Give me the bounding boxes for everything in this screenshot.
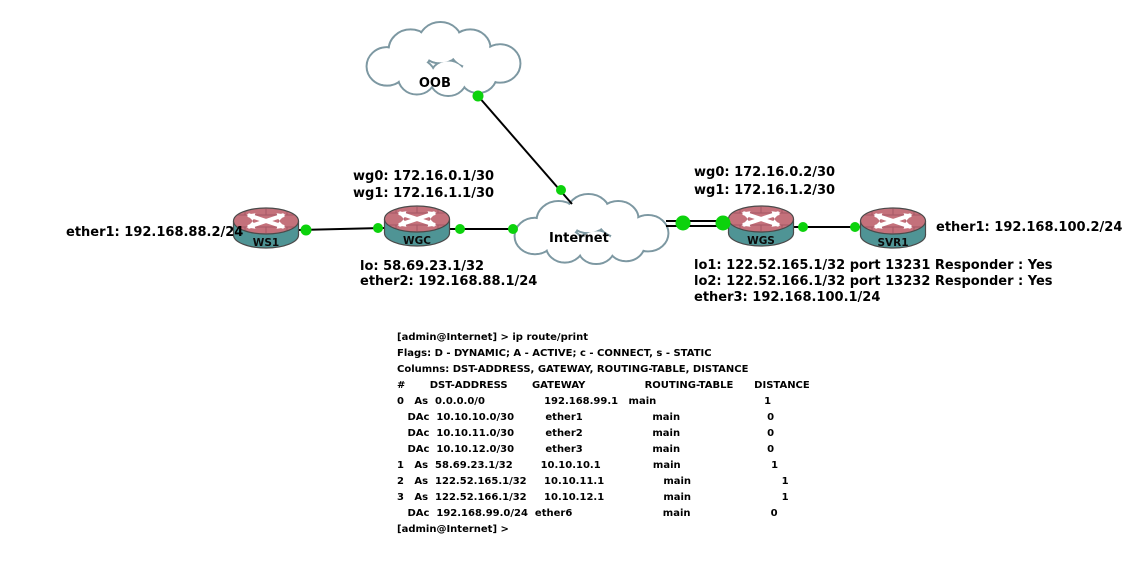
- router-icon: [727, 205, 795, 247]
- link-endpoint-dot: [556, 185, 566, 195]
- node-label: SVR1: [877, 237, 908, 249]
- link-endpoint-dot: [455, 224, 465, 234]
- node-label: WGC: [403, 235, 431, 247]
- terminal-line: [admin@Internet] > ip route/print: [397, 332, 588, 343]
- link-endpoint-dot: [675, 215, 691, 231]
- link-endpoint-dot: [300, 224, 312, 236]
- terminal-line: Columns: DST-ADDRESS, GATEWAY, ROUTING-T…: [397, 364, 749, 375]
- terminal-line: DAc 10.10.12.0/30 ether3 main 0: [397, 444, 775, 455]
- link-ws1-wgc[interactable]: [298, 227, 385, 231]
- terminal-line: 2 As 122.52.165.1/32 10.10.11.1 main 1: [397, 476, 789, 487]
- iface-label-wgs-lo2: lo2: 122.52.166.1/32 port 13232 Responde…: [694, 274, 1053, 289]
- iface-label-wgc-wg0: wg0: 172.16.0.1/30: [353, 169, 495, 184]
- terminal-line: 3 As 122.52.166.1/32 10.10.12.1 main 1: [397, 492, 789, 503]
- iface-label-wgs-ether3: ether3: 192.168.100.1/24: [694, 290, 881, 305]
- clouds-layer: OOB Internet: [367, 22, 669, 264]
- terminal-line: Flags: D - DYNAMIC; A - ACTIVE; c - CONN…: [397, 348, 712, 359]
- iface-label-wgc-wg1: wg1: 172.16.1.1/30: [353, 186, 495, 201]
- router-icon: [232, 207, 300, 249]
- node-wgs[interactable]: WGS: [727, 205, 795, 247]
- node-label: WGS: [747, 235, 775, 247]
- node-wgc[interactable]: WGC: [383, 205, 451, 247]
- link-endpoint-dot: [715, 215, 731, 231]
- router-icon: [383, 205, 451, 247]
- iface-label-svr1-ether1: ether1: 192.168.100.2/24: [936, 220, 1123, 235]
- iface-label-wgc-lo: lo: 58.69.23.1/32: [360, 259, 485, 274]
- cloud-internet[interactable]: Internet: [515, 194, 669, 264]
- terminal-line: DAc 192.168.99.0/24 ether6 main 0: [397, 508, 778, 519]
- link-endpoint-dot: [508, 224, 518, 234]
- cloud-label: OOB: [419, 76, 451, 91]
- link-endpoint-dot: [798, 222, 808, 232]
- iface-label-ws1-ether1: ether1: 192.168.88.2/24: [66, 225, 244, 240]
- node-label: WS1: [253, 237, 279, 249]
- iface-label-wgc-ether2: ether2: 192.168.88.1/24: [360, 274, 538, 289]
- nodes-layer: WS1 WGC WGS SVR1: [232, 205, 927, 249]
- iface-label-wgs-wg1: wg1: 172.16.1.2/30: [694, 183, 836, 198]
- link-endpoint-dot: [472, 90, 484, 102]
- node-svr1[interactable]: SVR1: [859, 207, 927, 249]
- iface-label-wgs-wg0: wg0: 172.16.0.2/30: [694, 165, 836, 180]
- router-icon: [859, 207, 927, 249]
- iface-label-wgs-lo1: lo1: 122.52.165.1/32 port 13231 Responde…: [694, 258, 1053, 273]
- link-oob-internet[interactable]: [477, 95, 573, 205]
- terminal-line: 0 As 0.0.0.0/0 192.168.99.1 main 1: [397, 396, 772, 407]
- cloud-label: Internet: [549, 231, 609, 246]
- terminal-line: DAc 10.10.10.0/30 ether1 main 0: [397, 412, 775, 423]
- cloud-oob[interactable]: OOB: [367, 22, 521, 96]
- terminal-line: 1 As 58.69.23.1/32 10.10.10.1 main 1: [397, 460, 779, 471]
- terminal-line: DAc 10.10.11.0/30 ether2 main 0: [397, 428, 775, 439]
- link-endpoint-dot: [850, 222, 860, 232]
- node-ws1[interactable]: WS1: [232, 207, 300, 249]
- link-endpoint-dot: [373, 223, 383, 233]
- dots-layer: [300, 90, 860, 236]
- terminal-line: # DST-ADDRESS GATEWAY ROUTING-TABLE DIST…: [397, 380, 810, 391]
- terminal-line: [admin@Internet] >: [397, 524, 509, 535]
